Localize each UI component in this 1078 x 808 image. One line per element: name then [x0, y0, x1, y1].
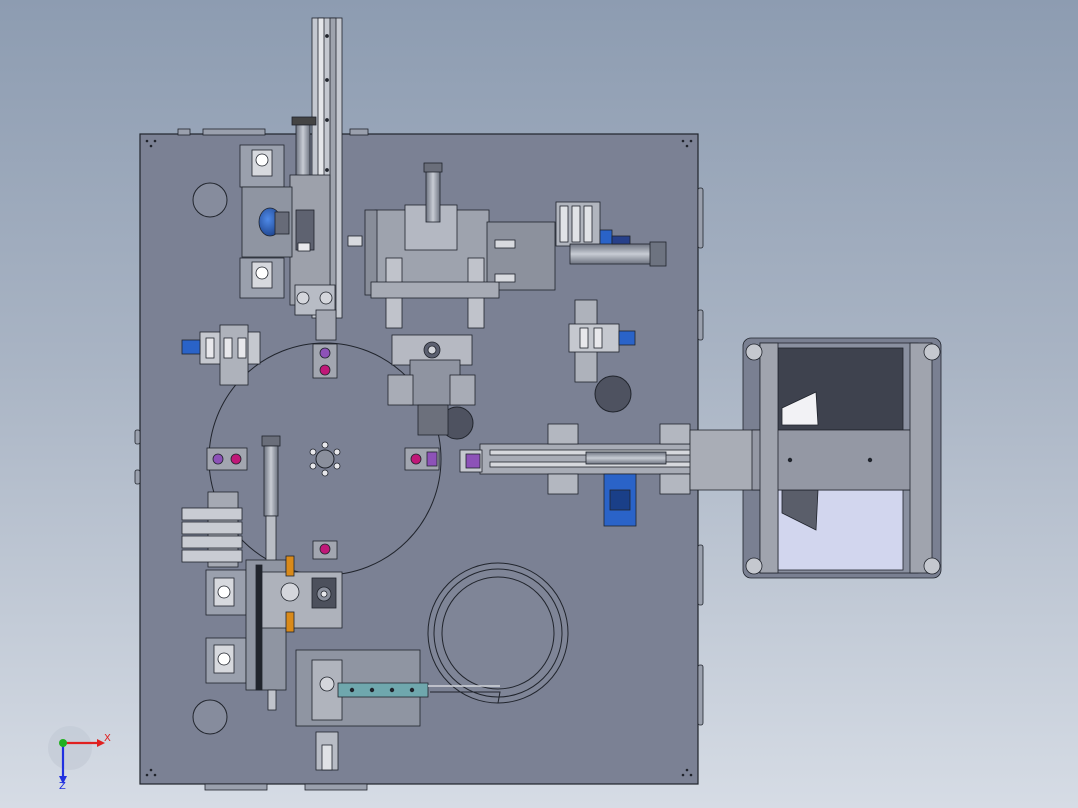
triad-z-label: Z: [59, 781, 66, 792]
rotary-index-table: [206, 342, 442, 576]
triad-origin: [59, 739, 67, 747]
bottom-feeder: [295, 649, 429, 771]
bowl-feeder-track: [427, 562, 569, 704]
mid-right-sensor-block: [568, 299, 636, 383]
coordinate-triad: [48, 726, 105, 784]
vertical-feeder-rail: [289, 17, 343, 341]
lower-left-press: [181, 435, 343, 711]
triad-x-label: X: [104, 733, 111, 744]
pick-place-unit: [347, 162, 556, 436]
triad-x-arrow: [97, 739, 105, 747]
triad-z-arrow: [59, 776, 67, 784]
left-slide-module: [239, 144, 293, 299]
output-bin: [689, 337, 942, 579]
top-right-cylinder: [555, 201, 667, 267]
left-sensor-block: [181, 324, 261, 386]
